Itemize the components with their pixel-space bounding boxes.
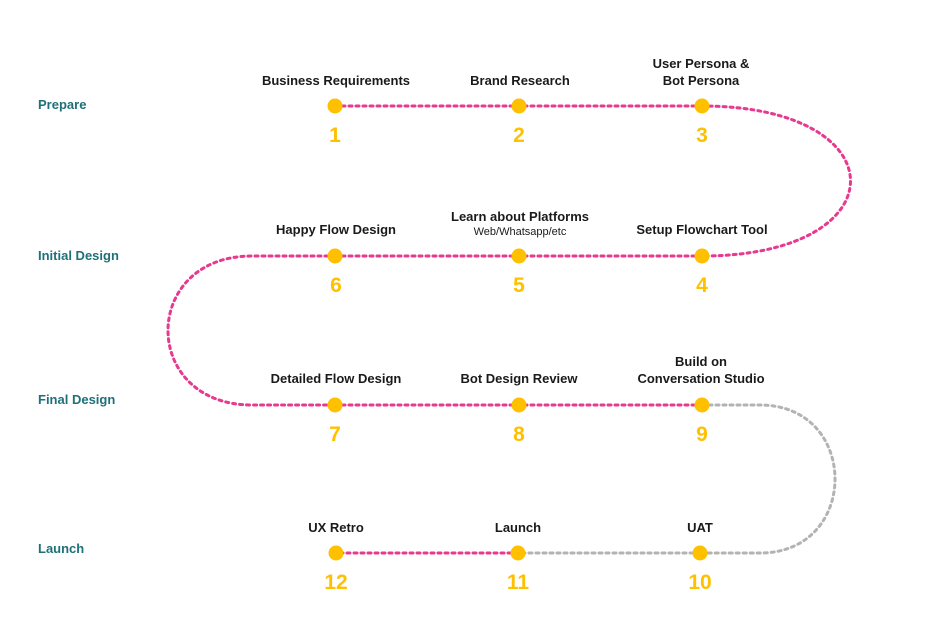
- step-node-1: [327, 98, 343, 114]
- step-node-2: [511, 98, 527, 114]
- path-curve-6-7: [166, 254, 337, 407]
- path-curve-9-10: [698, 403, 837, 555]
- step-node-9: [694, 397, 710, 413]
- step-node-4: [694, 248, 710, 264]
- step-title: UX Retro: [308, 520, 364, 535]
- step-node-5: [511, 248, 527, 264]
- step-number: 7: [329, 423, 341, 446]
- phase-label-final-design: Final Design: [38, 392, 116, 407]
- step-title: Detailed Flow Design: [270, 371, 402, 386]
- step-title: Business Requirements: [261, 73, 411, 88]
- step-title: Learn about Platforms: [451, 209, 589, 224]
- step-number: 3: [696, 124, 708, 147]
- step-number: 8: [513, 423, 525, 446]
- step-title: Setup Flowchart Tool: [636, 222, 768, 237]
- step-title: Brand Research: [470, 73, 570, 88]
- step-number: 4: [696, 274, 708, 297]
- path-curve-3-4: [700, 104, 852, 258]
- step-number: 5: [513, 274, 525, 297]
- step-subtitle: Web/Whatsapp/etc: [473, 226, 567, 238]
- step-title: User Persona & Bot Persona: [652, 56, 750, 88]
- phase-label-prepare: Prepare: [38, 97, 87, 112]
- step-node-3: [694, 98, 710, 114]
- step-number: 2: [513, 124, 525, 147]
- step-node-10: [692, 545, 708, 561]
- step-title: Launch: [494, 520, 542, 535]
- step-number: 6: [330, 274, 342, 297]
- step-node-8: [511, 397, 527, 413]
- step-number: 1: [329, 124, 341, 147]
- step-title: UAT: [687, 520, 713, 535]
- step-title: Happy Flow Design: [276, 222, 396, 237]
- step-title: Bot Design Review: [460, 371, 578, 386]
- phase-label-initial-design: Initial Design: [38, 248, 119, 263]
- step-title: Build on Conversation Studio: [637, 354, 765, 386]
- step-number: 12: [324, 571, 348, 594]
- step-node-7: [327, 397, 343, 413]
- step-number: 11: [506, 571, 530, 594]
- phase-label-launch: Launch: [38, 541, 85, 556]
- step-number: 9: [696, 423, 708, 446]
- step-node-6: [327, 248, 343, 264]
- step-node-11: [510, 545, 526, 561]
- step-number: 10: [688, 571, 712, 594]
- step-node-12: [328, 545, 344, 561]
